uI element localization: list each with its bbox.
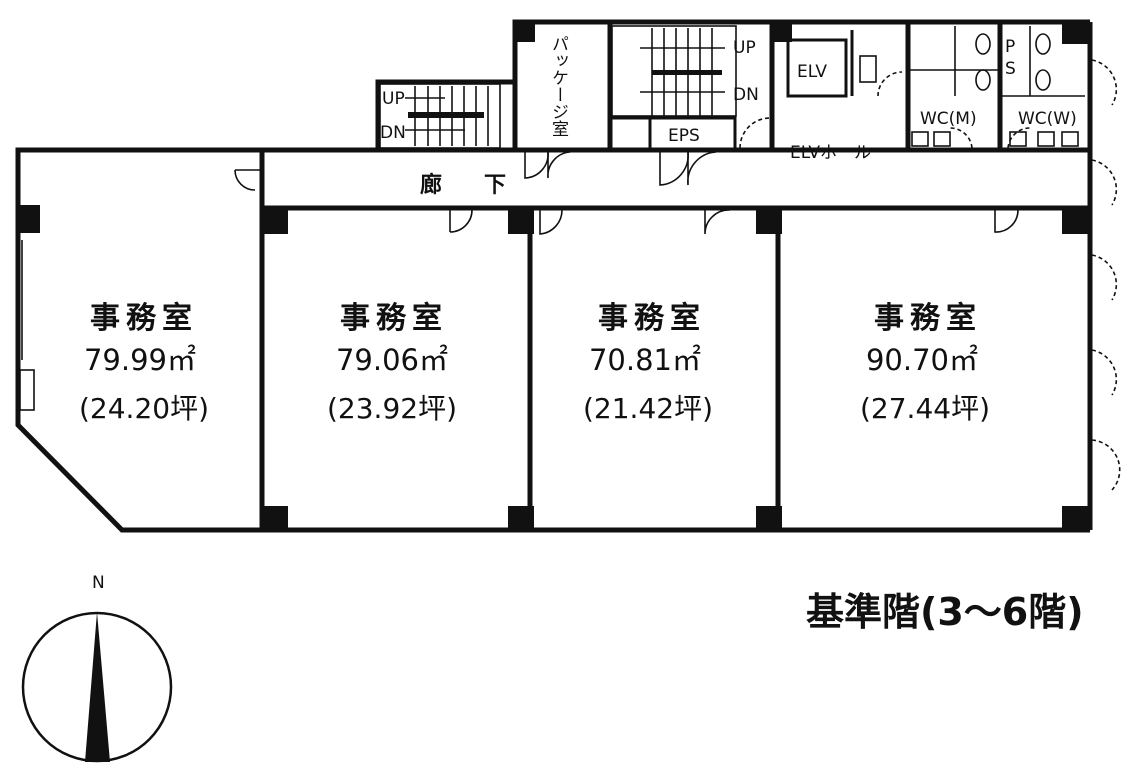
room-1-area: 79.99㎡	[84, 343, 196, 377]
corridor-label: 廊 下	[420, 172, 516, 198]
room-4-name: 事務室	[874, 301, 982, 336]
columns	[18, 22, 1090, 532]
room-1-tsubo: (24.20坪)	[79, 392, 209, 425]
west-stair-up: UP	[382, 89, 405, 109]
wc-m-label: WC(M)	[920, 109, 977, 129]
ps-label-p: P	[1005, 37, 1015, 57]
room-3-area: 70.81㎡	[589, 343, 701, 377]
central-stair	[611, 25, 737, 117]
elv-hall-label: ELVホール	[790, 143, 871, 163]
toilets	[908, 26, 1085, 147]
west-stair	[379, 83, 501, 149]
doors	[234, 59, 1121, 491]
room-3-tsubo: (21.42坪)	[583, 392, 713, 425]
north-label: N	[92, 573, 105, 593]
west-stair-dn: DN	[380, 123, 406, 143]
room-1-name: 事務室	[90, 301, 198, 336]
wc-w-label: WC(W)	[1018, 109, 1077, 129]
labels: N 廊 下 UP DN UP DN パッケージ室 EPS ELV ELVホール …	[79, 35, 1084, 634]
central-stair-dn: DN	[733, 85, 759, 105]
room-3-name: 事務室	[598, 301, 706, 336]
north-arrow	[21, 611, 173, 763]
room-2-tsubo: (23.92坪)	[327, 392, 457, 425]
elv-label: ELV	[797, 62, 827, 82]
room-2-area: 79.06㎡	[336, 343, 448, 377]
eps-label: EPS	[668, 126, 700, 146]
elevator	[786, 30, 877, 98]
room-4-tsubo: (27.44坪)	[860, 392, 990, 425]
room-2-name: 事務室	[340, 301, 448, 336]
central-stair-up: UP	[733, 38, 756, 58]
ps-label-s: S	[1005, 59, 1016, 79]
room-4-area: 90.70㎡	[866, 343, 978, 377]
west-windows	[19, 240, 35, 411]
package-room-label: パッケージ室	[548, 35, 568, 137]
floor-title: 基準階(3〜6階)	[806, 590, 1084, 634]
